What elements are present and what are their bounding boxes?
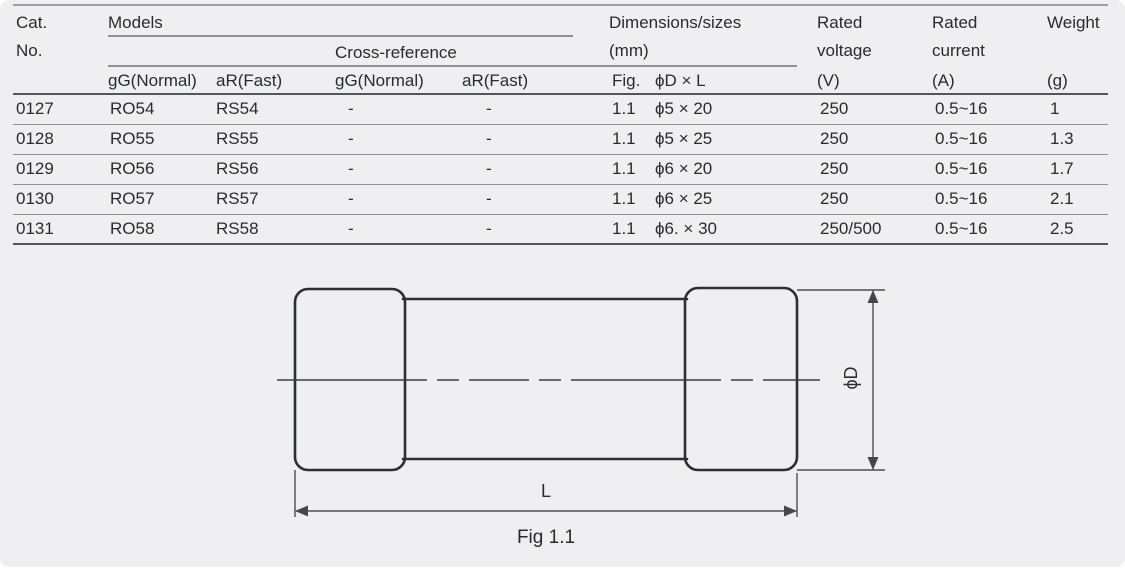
cell-model-gg: RO56 — [110, 159, 155, 178]
cell-model-ar: RS58 — [216, 219, 259, 238]
header-no: No. — [16, 41, 43, 60]
cell-model-gg: RO54 — [110, 99, 155, 118]
cell-cat-no: 0127 — [16, 99, 54, 118]
cell-xref-ar: - — [486, 129, 492, 148]
cell-weight: 2.5 — [1050, 219, 1074, 238]
header-rated-voltage-unit: (V) — [817, 71, 840, 90]
header-rated-current-1: Rated — [932, 13, 978, 32]
cell-fig: 1.1 — [612, 159, 636, 178]
cell-model-gg: RO58 — [110, 219, 155, 238]
cell-cat-no: 0130 — [16, 189, 54, 208]
cell-xref-ar: - — [486, 219, 492, 238]
subheader-xref-gg: gG(Normal) — [335, 71, 424, 90]
cell-xref-gg: - — [348, 99, 354, 118]
subheader-xref-ar: aR(Fast) — [462, 71, 529, 90]
cell-voltage: 250 — [820, 99, 849, 118]
cell-voltage: 250 — [820, 159, 849, 178]
subheader-model-ar: aR(Fast) — [216, 71, 283, 90]
table-row: 0129 RO56 RS56 - - 1.1 ϕ6 × 20 250 0.5~1… — [13, 155, 1108, 185]
header-dimensions-unit: (mm) — [609, 41, 649, 60]
models-underline — [108, 35, 573, 37]
cell-fig: 1.1 — [612, 129, 636, 148]
header-weight: Weight — [1047, 13, 1100, 32]
cell-weight: 1 — [1050, 99, 1060, 118]
cell-current: 0.5~16 — [935, 159, 988, 178]
table-row: 0130 RO57 RS57 - - 1.1 ϕ6 × 25 250 0.5~1… — [13, 185, 1108, 215]
cell-xref-gg: - — [348, 159, 354, 178]
fuse-right-cap — [683, 286, 799, 472]
table-row: 0128 RO55 RS55 - - 1.1 ϕ5 × 25 250 0.5~1… — [13, 125, 1108, 155]
cell-cat-no: 0129 — [16, 159, 54, 178]
header-weight-unit: (g) — [1047, 71, 1068, 90]
header-rated-current-2: current — [932, 41, 985, 60]
cell-current: 0.5~16 — [935, 99, 988, 118]
cell-weight: 2.1 — [1050, 189, 1074, 208]
cell-dxl: ϕ6. × 30 — [655, 219, 717, 238]
cell-current: 0.5~16 — [935, 129, 988, 148]
cell-xref-ar: - — [486, 159, 492, 178]
cell-current: 0.5~16 — [935, 189, 988, 208]
cell-fig: 1.1 — [612, 219, 636, 238]
cell-weight: 1.7 — [1050, 159, 1074, 178]
cell-xref-gg: - — [348, 219, 354, 238]
cell-model-gg: RO55 — [110, 129, 155, 148]
cell-fig: 1.1 — [612, 99, 636, 118]
header-cat: Cat. — [16, 13, 48, 32]
cell-model-ar: RS57 — [216, 189, 259, 208]
figure-caption: Fig 1.1 — [516, 527, 576, 548]
cell-cat-no: 0131 — [16, 219, 54, 238]
cell-dxl: ϕ6 × 25 — [655, 189, 713, 208]
cell-dxl: ϕ6 × 20 — [655, 159, 713, 178]
cell-xref-gg: - — [348, 189, 354, 208]
length-dimension-label: L — [540, 481, 551, 501]
fuse-spec-table: Cat. No. Models Cross-reference Dimensio… — [13, 4, 1108, 245]
subgroup-underline — [108, 65, 797, 67]
cell-voltage: 250 — [820, 189, 849, 208]
cell-model-ar: RS54 — [216, 99, 259, 118]
table-header: Cat. No. Models Cross-reference Dimensio… — [13, 4, 1108, 95]
cell-fig: 1.1 — [612, 189, 636, 208]
cell-voltage: 250/500 — [820, 219, 882, 238]
table-row: 0131 RO58 RS58 - - 1.1 ϕ6. × 30 250/500 … — [13, 215, 1108, 245]
cell-xref-gg: - — [348, 129, 354, 148]
header-cross-reference: Cross-reference — [335, 43, 457, 62]
subheader-dxl: ϕD × L — [655, 71, 706, 90]
cell-model-ar: RS55 — [216, 129, 259, 148]
cell-xref-ar: - — [486, 189, 492, 208]
cell-current: 0.5~16 — [935, 219, 988, 238]
table-row: 0127 RO54 RS54 - - 1.1 ϕ5 × 20 250 0.5~1… — [13, 95, 1108, 125]
fuse-diagram — [277, 286, 885, 517]
header-dimensions: Dimensions/sizes — [609, 13, 742, 32]
cell-xref-ar: - — [486, 99, 492, 118]
cell-dxl: ϕ5 × 25 — [655, 129, 713, 148]
datasheet-card: Cat. No. Models Cross-reference Dimensio… — [0, 0, 1125, 567]
subheader-model-gg: gG(Normal) — [108, 71, 197, 90]
cell-voltage: 250 — [820, 129, 849, 148]
header-models: Models — [108, 13, 163, 32]
subheader-fig: Fig. — [612, 71, 641, 90]
cell-weight: 1.3 — [1050, 129, 1074, 148]
header-rated-voltage-2: voltage — [817, 41, 872, 60]
header-rated-current-unit: (A) — [932, 71, 955, 90]
header-rated-voltage-1: Rated — [817, 13, 863, 32]
cell-model-ar: RS56 — [216, 159, 259, 178]
diameter-dimension-label: ϕD — [841, 366, 861, 390]
cell-model-gg: RO57 — [110, 189, 155, 208]
cell-dxl: ϕ5 × 20 — [655, 99, 713, 118]
cell-cat-no: 0128 — [16, 129, 54, 148]
